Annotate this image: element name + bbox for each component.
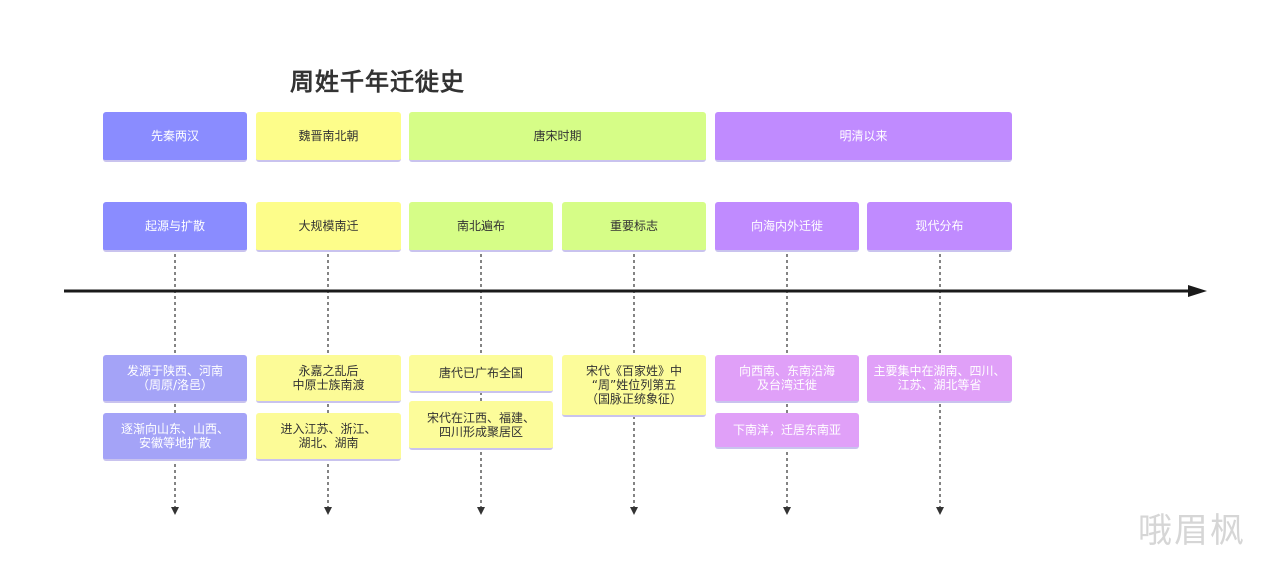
note-nationwide-1[interactable]: 唐代已广布全国 [409, 355, 553, 393]
period-wei-jin[interactable]: 魏晋南北朝 [256, 112, 401, 162]
topic-south-migration[interactable]: 大规模南迁 [256, 202, 401, 252]
note-south-1[interactable]: 永嘉之乱后 中原士族南渡 [256, 355, 401, 403]
watermark: 哦眉枫 [1138, 511, 1246, 551]
guide-arrow-4 [630, 507, 638, 515]
period-tang-song[interactable]: 唐宋时期 [409, 112, 706, 162]
note-overseas-2[interactable]: 下南洋，迁居东南亚 [715, 413, 859, 449]
topic-milestone[interactable]: 重要标志 [562, 202, 706, 252]
guide-arrow-5 [783, 507, 791, 515]
note-nationwide-2[interactable]: 宋代在江西、福建、 四川形成聚居区 [409, 401, 553, 450]
guide-arrow-2 [324, 507, 332, 515]
guide-arrow-1 [171, 507, 179, 515]
topic-origin[interactable]: 起源与扩散 [103, 202, 247, 252]
topic-nationwide[interactable]: 南北遍布 [409, 202, 553, 252]
note-origin-2[interactable]: 逐渐向山东、山西、 安徽等地扩散 [103, 413, 247, 461]
period-pre-qin-han[interactable]: 先秦两汉 [103, 112, 247, 162]
note-south-2[interactable]: 进入江苏、浙江、 湖北、湖南 [256, 413, 401, 461]
guide-arrow-3 [477, 507, 485, 515]
note-modern-1[interactable]: 主要集中在湖南、四川、 江苏、湖北等省 [867, 355, 1012, 403]
note-origin-1[interactable]: 发源于陕西、河南 （周原/洛邑） [103, 355, 247, 403]
note-overseas-1[interactable]: 向西南、东南沿海 及台湾迁徙 [715, 355, 859, 403]
diagram-title: 周姓千年迁徙史 [290, 68, 465, 96]
topic-modern[interactable]: 现代分布 [867, 202, 1012, 252]
timeline-arrowhead [1188, 285, 1207, 297]
topic-overseas[interactable]: 向海内外迁徙 [715, 202, 859, 252]
guide-arrow-6 [936, 507, 944, 515]
period-ming-qing[interactable]: 明清以来 [715, 112, 1012, 162]
note-milestone-1[interactable]: 宋代《百家姓》中 “周”姓位列第五 （国脉正统象征） [562, 355, 706, 417]
